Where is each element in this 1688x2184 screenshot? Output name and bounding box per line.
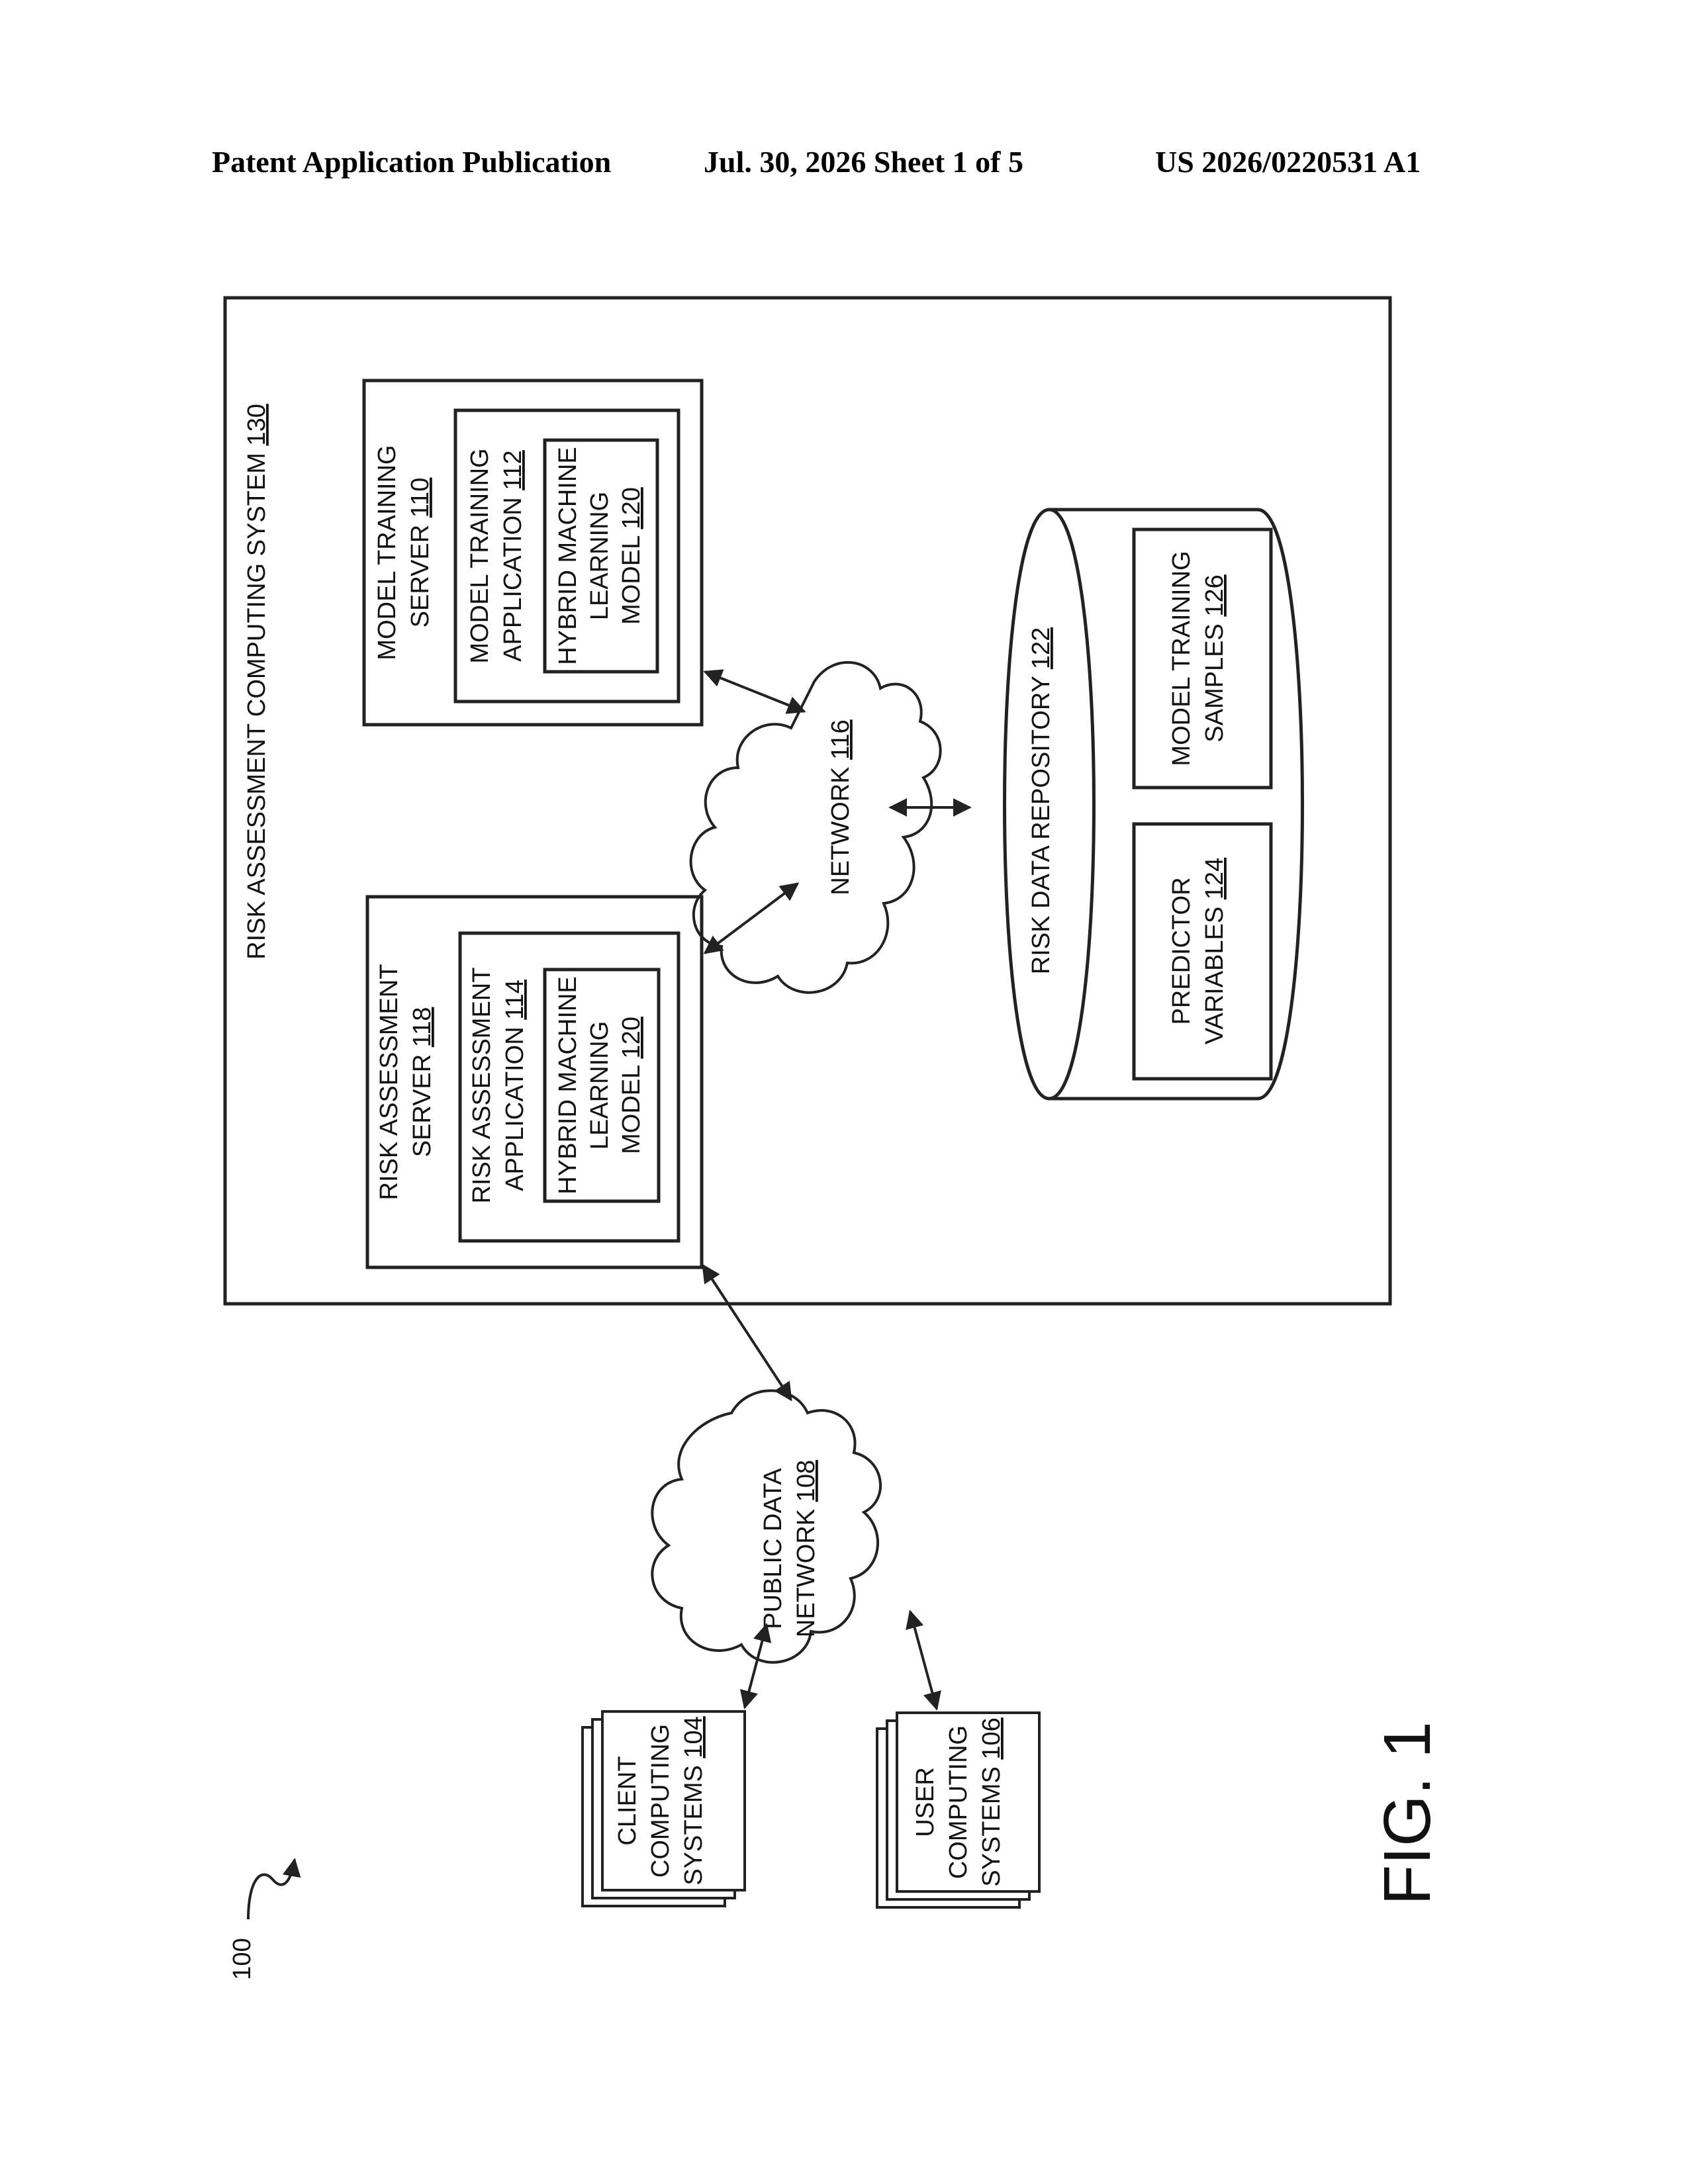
- model-training-server-label-line1: MODEL TRAINING: [373, 445, 401, 660]
- risk-assessment-application-line1: RISK ASSESSMENT: [468, 968, 496, 1204]
- predictor-variables-line2: VARIABLES 124: [1201, 858, 1229, 1044]
- model-training-server-label-line2: SERVER 110: [406, 478, 434, 628]
- arrow-assessment-server-network: [705, 884, 798, 953]
- user-computing-systems-line2: COMPUTING: [945, 1725, 972, 1879]
- hybrid-ml-model-line1-assessment: HYBRID MACHINE: [554, 976, 582, 1194]
- client-computing-systems-line2: COMPUTING: [647, 1724, 675, 1878]
- client-computing-systems-line3: SYSTEMS 104: [680, 1716, 708, 1886]
- network-cloud-icon: [691, 662, 941, 993]
- repository-cylinder-top-edge: [1049, 510, 1094, 1099]
- hybrid-ml-model-line2-training: LEARNING: [586, 492, 614, 620]
- model-training-samples-line2: SAMPLES 126: [1201, 574, 1229, 743]
- arrow-public-network-user-systems: [910, 1612, 937, 1709]
- arrow-public-network-client-systems: [745, 1625, 767, 1707]
- network-label: NETWORK 116: [827, 719, 855, 895]
- arrow-system-public-network: [703, 1265, 791, 1400]
- model-training-samples-line1: MODEL TRAINING: [1168, 551, 1196, 766]
- model-training-application-line2: APPLICATION 112: [499, 450, 527, 662]
- predictor-variables-line1: PREDICTOR: [1168, 877, 1196, 1024]
- system-label: RISK ASSESSMENT COMPUTING SYSTEM 130: [243, 404, 271, 960]
- figure-caption: FIG. 1: [1370, 1721, 1444, 1905]
- figure-reference-leader-arrow: [248, 1860, 295, 1919]
- client-computing-systems-line1: CLIENT: [614, 1756, 641, 1845]
- model-training-application-line1: MODEL TRAINING: [466, 448, 494, 663]
- hybrid-ml-model-line1-training: HYBRID MACHINE: [554, 447, 582, 664]
- risk-data-repository-label: RISK DATA REPOSITORY 122: [1027, 627, 1055, 974]
- figure-reference-label: 100: [228, 1938, 256, 1979]
- hybrid-ml-model-line2-assessment: LEARNING: [586, 1021, 614, 1150]
- arrow-training-server-network: [705, 672, 804, 711]
- risk-assessment-application-line2: APPLICATION 114: [501, 979, 529, 1191]
- public-data-network-line1: PUBLIC DATA: [759, 1468, 787, 1629]
- risk-assessment-server-label-line1: RISK ASSESSMENT: [375, 964, 403, 1201]
- hybrid-ml-model-line3-training: MODEL 120: [618, 487, 645, 625]
- user-computing-systems-line1: USER: [912, 1767, 939, 1837]
- hybrid-ml-model-line3-assessment: MODEL 120: [618, 1017, 645, 1154]
- public-data-network-line2: NETWORK 108: [792, 1460, 820, 1637]
- risk-assessment-server-label-line2: SERVER 118: [408, 1007, 436, 1158]
- user-computing-systems-line3: SYSTEMS 106: [978, 1717, 1006, 1887]
